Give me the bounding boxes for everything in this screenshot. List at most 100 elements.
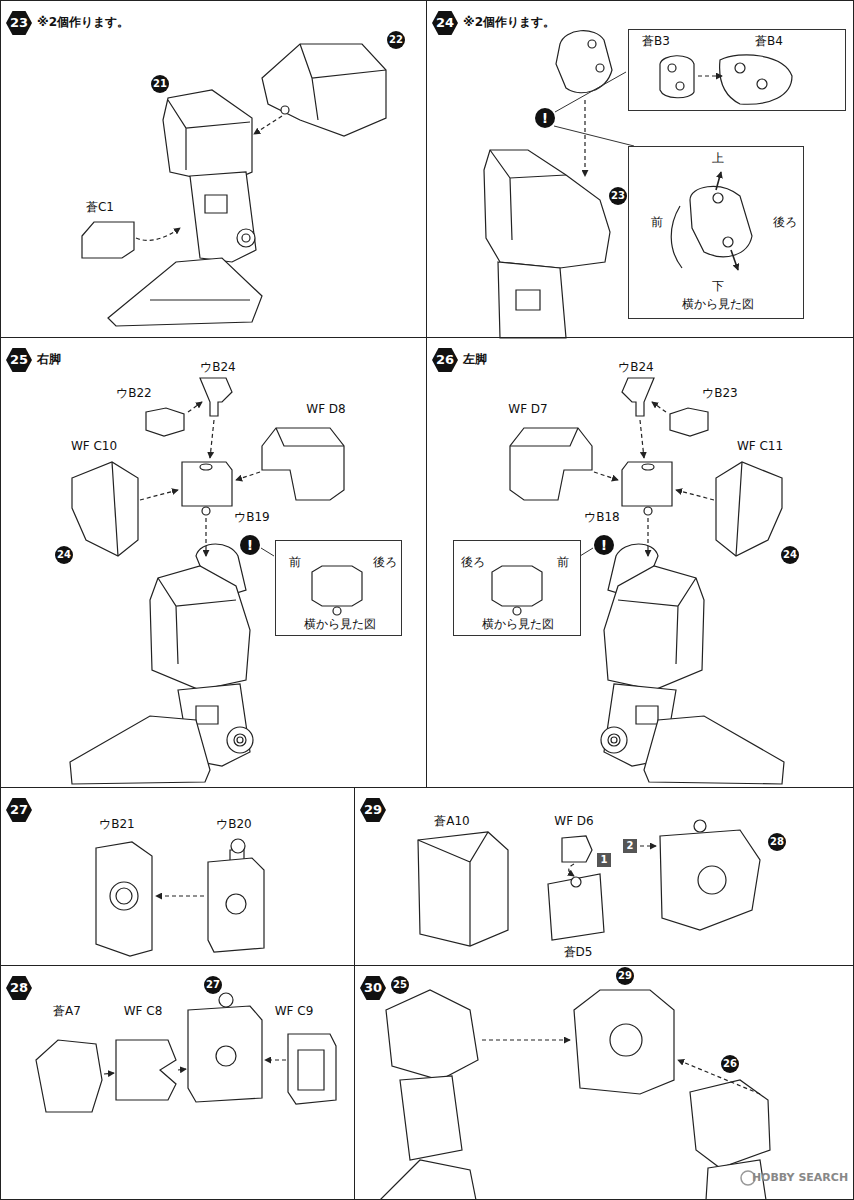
part-name: WF C11: [736, 440, 784, 454]
line-art: [200, 464, 212, 470]
step-number: 25: [6, 348, 32, 372]
step-note: ※2個作ります。: [37, 16, 129, 30]
line-art: [156, 895, 204, 896]
inset-label: 下: [711, 280, 725, 294]
order-number: 2: [623, 839, 637, 853]
step-number: 30: [360, 976, 386, 1000]
line-art: [188, 402, 202, 412]
inset-label: 上: [711, 152, 725, 166]
line-art: [140, 490, 178, 500]
step-number: 24: [432, 11, 458, 35]
line-art: [150, 566, 250, 690]
line-art: [262, 44, 386, 136]
callout-number: 22: [387, 31, 405, 49]
step-panel: 30: [354, 965, 854, 1200]
step-panel: 28: [0, 965, 355, 1200]
line-art: [205, 518, 206, 556]
step-panel: 23 ※2個作ります。: [0, 0, 427, 338]
line-art: [386, 990, 478, 1080]
line-art: [108, 258, 262, 326]
step-number: 23: [6, 11, 32, 35]
line-art: [261, 548, 274, 556]
line-art: [671, 206, 682, 268]
line-art: [757, 79, 767, 89]
line-art: [548, 874, 604, 940]
step-23-art: [82, 44, 386, 326]
detail-inset: 後ろ前横から見た図: [453, 540, 581, 636]
step-number: 28: [6, 976, 32, 1000]
part-name: ウB24: [617, 361, 655, 375]
watermark: HOBBY SEARCH: [752, 1172, 848, 1185]
inset-label: 横から見た図: [303, 618, 377, 632]
line-art: [694, 820, 706, 832]
inset-label: 前: [650, 216, 664, 230]
line-art: [227, 727, 253, 753]
line-art: [312, 566, 362, 606]
part-name: ウB24: [199, 361, 237, 375]
part-name: 蒼A7: [52, 1005, 82, 1019]
line-art: [556, 31, 612, 93]
line-art: [574, 990, 674, 1094]
line-art: [731, 250, 738, 270]
caution-mark: !: [240, 535, 260, 555]
callout-number: 24: [55, 546, 73, 564]
part-name: 蒼D5: [563, 946, 594, 960]
step-30-art: [380, 990, 770, 1200]
line-art: [588, 40, 596, 48]
line-art: [242, 234, 250, 242]
callout-number: 28: [768, 833, 786, 851]
line-art: [196, 706, 218, 724]
detail-inset: 蒼B3蒼B4: [628, 29, 846, 111]
part-name: WF C9: [274, 1005, 315, 1019]
line-art: [226, 894, 246, 914]
line-art: [300, 44, 386, 120]
inset-label: 横から見た図: [681, 298, 755, 312]
line-art: [237, 737, 243, 743]
line-art: [698, 75, 722, 76]
line-art: [216, 1046, 236, 1066]
step-26-art: [492, 378, 784, 784]
line-art: [562, 836, 592, 862]
callout-number: 21: [151, 75, 169, 93]
part-name: ウB22: [115, 387, 153, 401]
step-number: 26: [432, 348, 458, 372]
line-art: [569, 864, 574, 876]
line-art: [490, 150, 566, 240]
line-art: [713, 193, 723, 203]
line-art: [96, 842, 152, 956]
line-art: [418, 832, 508, 946]
detail-inset: 上前後ろ下横から見た図: [628, 146, 804, 319]
step-number: 29: [360, 798, 386, 822]
line-art: [158, 578, 236, 664]
callout-number: 25: [391, 976, 409, 994]
part-name: 蒼C1: [85, 201, 115, 215]
line-art: [234, 734, 246, 746]
step-28-art: [36, 993, 336, 1112]
callout-number: 27: [204, 976, 222, 994]
line-art: [678, 1060, 760, 1094]
line-art: [237, 229, 255, 247]
line-art: [723, 237, 733, 247]
line-art: [418, 832, 488, 946]
inset-label: 蒼B3: [641, 35, 671, 49]
detail-inset: 前後ろ横から見た図: [275, 540, 402, 636]
line-art: [112, 462, 118, 556]
line-art: [400, 1076, 462, 1160]
step-29-art: [418, 820, 760, 946]
line-art: [82, 222, 134, 258]
line-art: [210, 420, 214, 458]
line-art: [716, 172, 721, 190]
order-number: 1: [597, 853, 611, 867]
inset-label: 横から見た図: [481, 618, 555, 632]
caution-mark: !: [535, 108, 555, 128]
line-art: [668, 64, 676, 72]
line-art: [254, 116, 282, 134]
line-art: [262, 428, 344, 500]
line-art: [298, 1050, 324, 1090]
step-note: ※2個作ります。: [463, 16, 555, 30]
step-24-art: [484, 31, 792, 338]
line-art: [516, 290, 540, 310]
line-art: [333, 607, 341, 615]
line-art: [484, 150, 610, 268]
